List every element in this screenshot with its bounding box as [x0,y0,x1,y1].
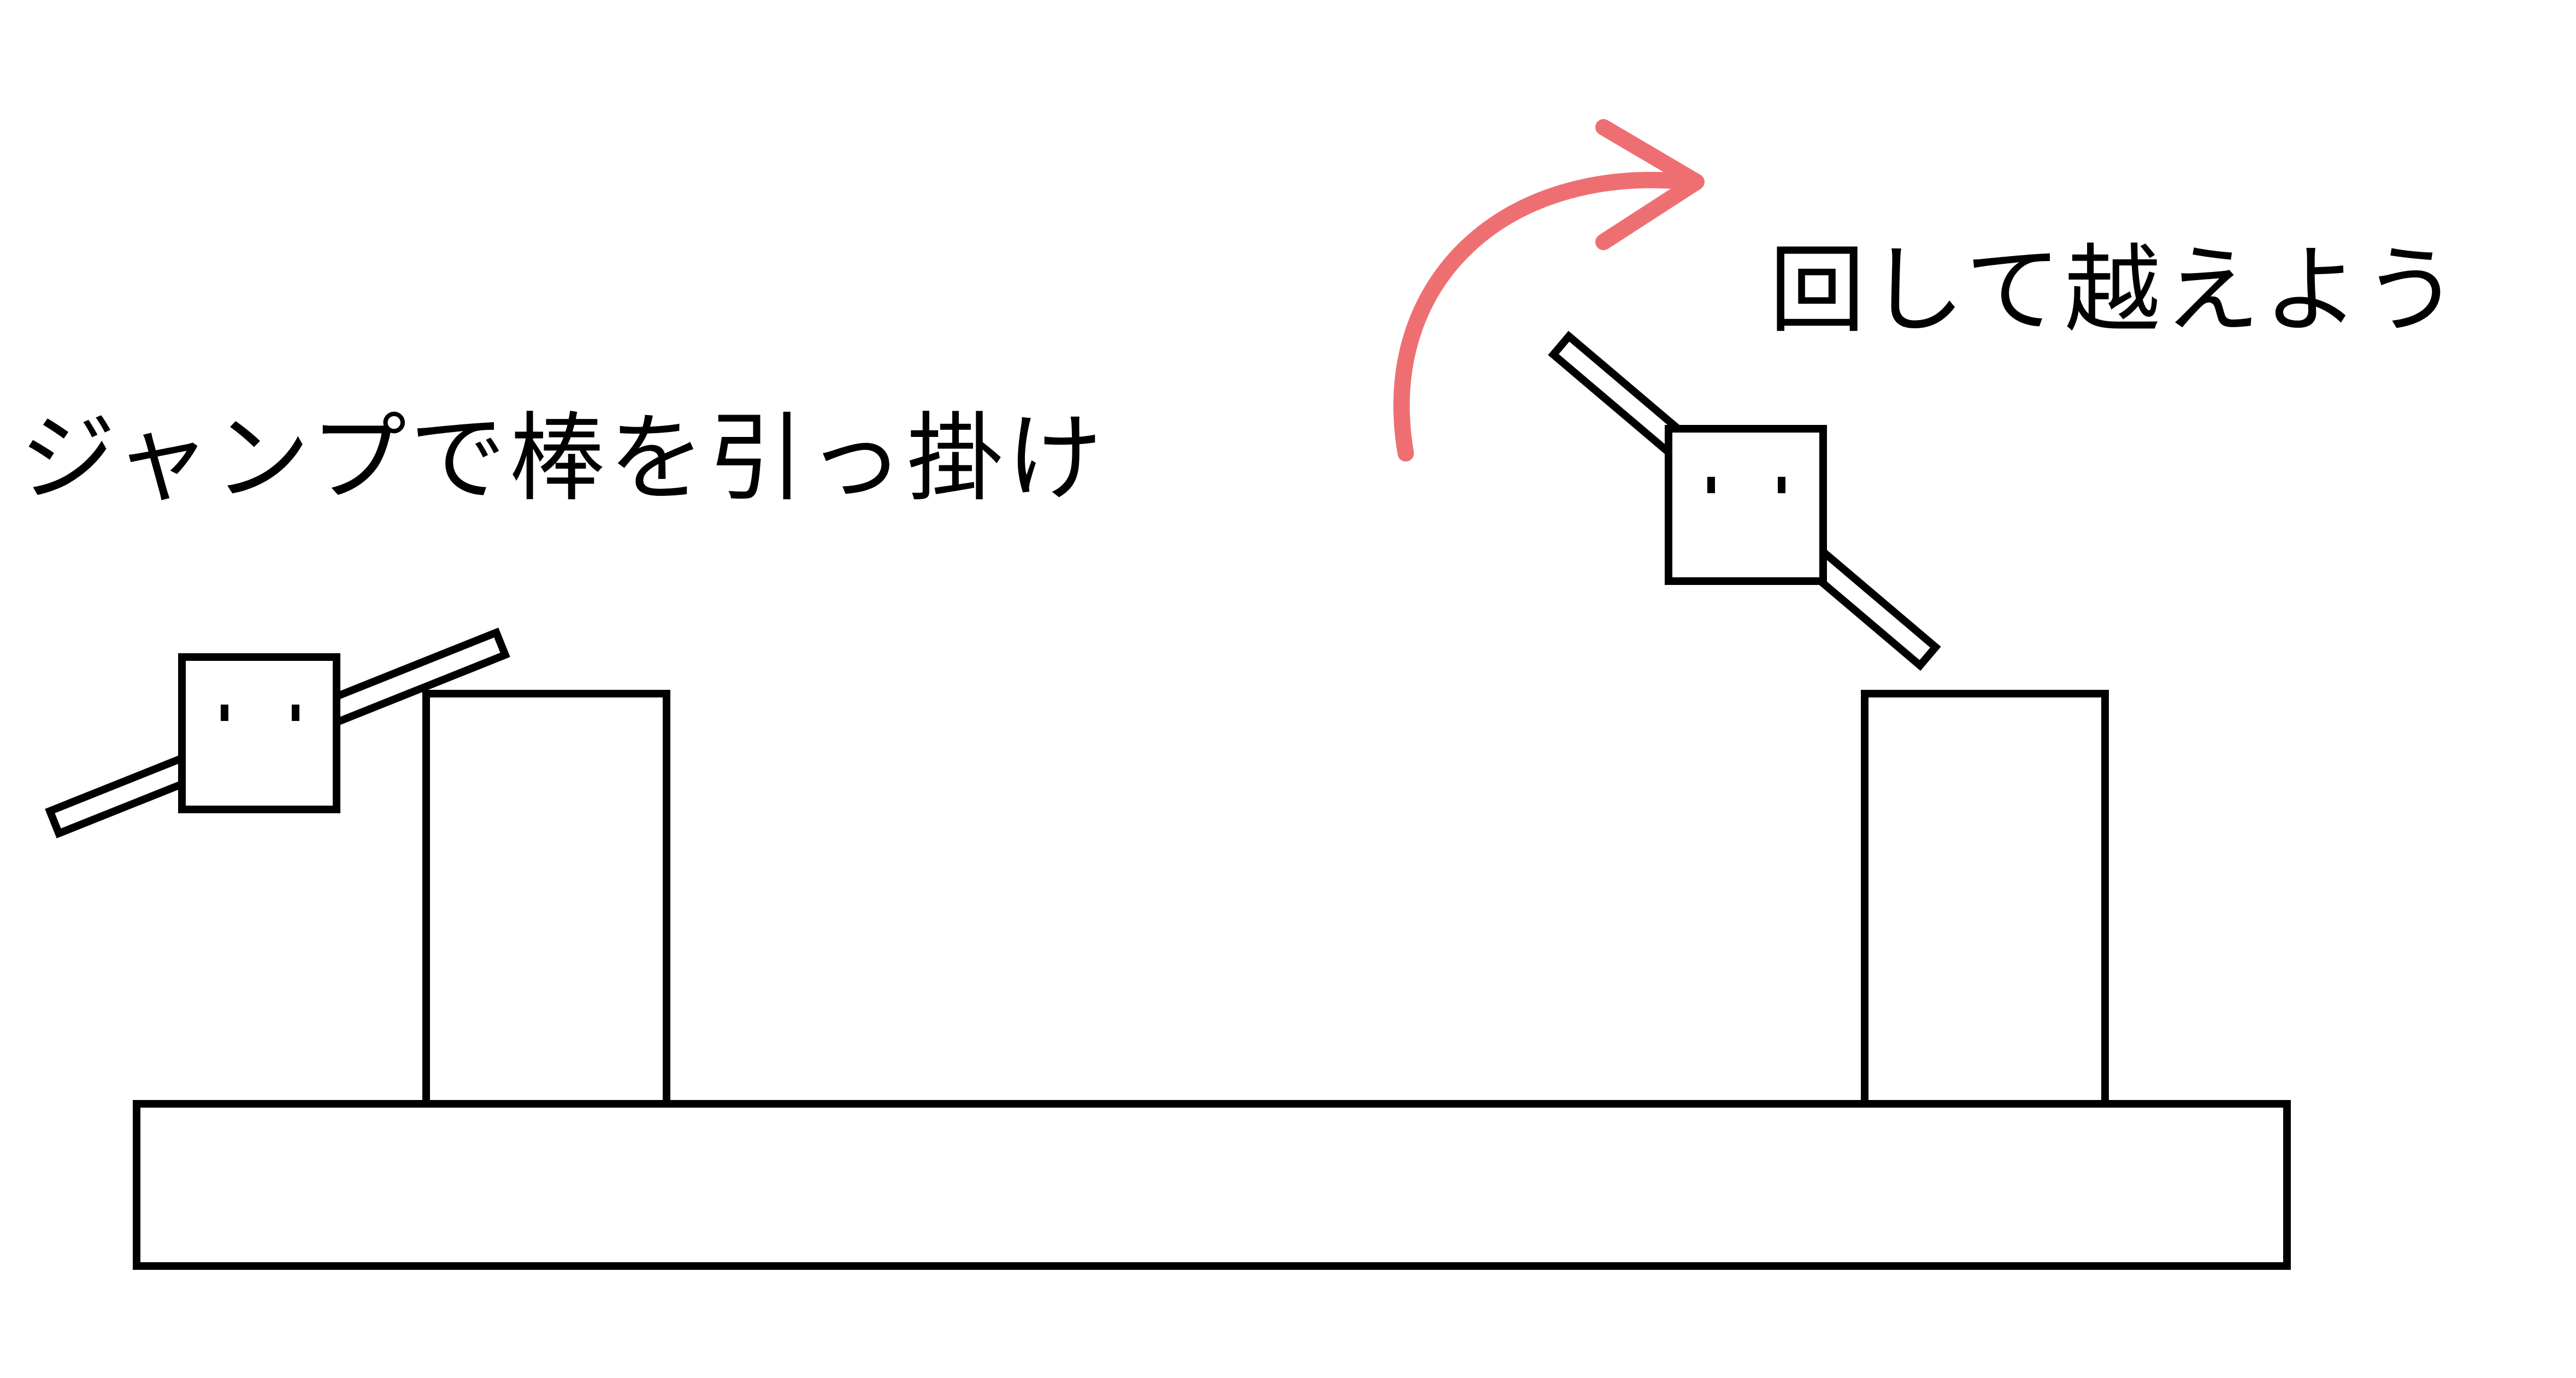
right-character-eye-left [1707,477,1715,493]
right-character-eye-right [1778,477,1785,493]
left-character-eye-right [292,705,299,721]
left-pillar [422,690,670,1108]
curved-arrow-icon [1393,119,1705,462]
caption-rotate-over: 回して越えよう [1769,234,2462,346]
left-character-eye-left [221,705,228,721]
left-character-body [178,653,340,813]
caption-jump-hook: ジャンプで棒を引っ掛け [20,403,1106,514]
right-pillar [1861,690,2109,1108]
ground-platform [133,1100,2291,1270]
right-character [1665,425,1827,585]
left-character [178,653,340,813]
right-character-body [1665,425,1827,585]
